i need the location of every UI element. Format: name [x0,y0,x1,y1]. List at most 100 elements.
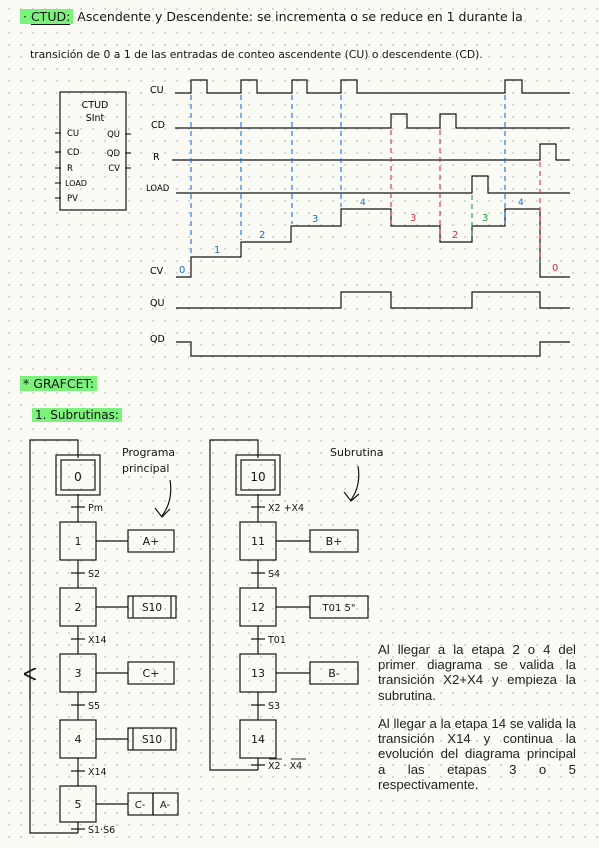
waveform-qu [176,291,570,309]
main-action-label: C- [135,800,146,811]
cv-value: 3 [312,214,318,225]
cv-value: 4 [360,198,366,208]
main-initial-step-inner [60,459,96,491]
subrutinas-heading: 1. Subrutinas: [32,408,122,422]
main-action-s10-call-1 [127,595,177,619]
waveform-load [176,175,570,194]
ctud-block-type: SInt [86,113,105,124]
main-loop-line [29,439,79,834]
sub-action-label: B+ [326,535,343,548]
pin-r: R [67,164,73,174]
sub-action-label: T01 5" [322,603,356,614]
timing-label-qd: QD [150,334,165,345]
pin-qd: QD [107,149,121,159]
sub-initial-step-number: 10 [250,470,265,484]
cv-value: 4 [518,198,524,208]
timing-dash-markers [190,95,541,262]
main-transition-label: S1·S6 [88,825,115,836]
ctud-function-block: CTUD SInt CU CD R LOAD PV QU QD CV [55,91,131,211]
sub-initial-step-outer [235,454,281,496]
main-action-a-minus [152,792,179,816]
main-transition-label: X14 [88,767,107,778]
main-action-s10-call-2 [127,727,177,751]
main-action-label: A+ [143,535,160,548]
pin-pv: PV [67,194,78,204]
timing-label-cd: CD [151,120,165,131]
main-grafcet [29,439,179,834]
cv-value-labels: 0 1 2 3 4 3 2 3 4 0 [179,198,558,276]
main-program-label: Programa [122,446,175,459]
cv-value: 2 [259,230,265,241]
sub-transition-label: T01 [267,635,286,646]
pin-load: LOAD [65,179,87,188]
main-step-number: 4 [75,733,82,746]
note-subroutine-start: Al llegar a la etapa 2 o 4 del primer di… [378,642,576,703]
cv-value: 1 [214,245,220,256]
sub-action-b-minus [309,661,359,685]
main-transition-label: S5 [88,701,100,712]
cv-value: 3 [482,213,488,224]
note-subroutine-end: Al llegar a la etapa 14 se valida la tra… [378,716,576,792]
pin-cd: CD [67,148,80,158]
sub-step-14 [239,719,277,759]
main-step-number: 1 [75,535,82,548]
cv-value: 3 [410,213,416,224]
ctud-block-name: CTUD [82,100,109,111]
subroutine-label: Subrutina [330,446,384,459]
timing-label-r: R [153,152,160,163]
main-initial-step-number: 0 [74,470,82,484]
pin-cv: CV [108,164,120,174]
ctud-title: CTUD: [30,9,71,25]
timing-signal-labels: CU CD R LOAD CV QU QD [146,85,170,345]
main-action-label: S10 [142,602,162,614]
main-initial-step-outer [55,454,101,496]
main-label-arrow-icon [154,479,172,518]
sub-initial-step-inner [240,459,276,491]
main-action-label: S10 [142,734,162,746]
main-action-a-plus [127,529,175,553]
sub-transition-label: X2 · X4 [268,761,302,772]
waveform-qd [176,341,570,357]
waveform-cv [176,208,570,278]
sub-step-number: 12 [251,601,265,614]
cv-value: 0 [552,263,558,274]
subroutine-grafcet [209,439,369,771]
ctud-header-line2: transición de 0 a 1 de las entradas de c… [30,48,483,61]
sub-transition-label: X2 +X4 [268,503,304,514]
sub-step-number: 11 [251,535,265,548]
cv-value: 2 [452,230,458,241]
cv-value: 0 [179,265,185,276]
timing-label-cv: CV [150,266,164,277]
timing-label-qu: QU [150,298,164,309]
waveform-cu [175,79,570,94]
main-grafcet-texts: 0 1 2 3 4 5 Pm S2 X14 S5 X14 S1·S6 A+ S1… [74,446,175,836]
timing-label-load: LOAD [146,184,170,194]
grafcet-heading: * GRAFCET: [20,376,97,391]
subroutine-texts: 10 11 12 13 14 X2 +X4 S4 T01 S3 X2 · X4 … [250,446,383,772]
timing-waveforms [172,79,570,357]
sub-action-b-plus [309,529,359,553]
sub-transition-label: S3 [268,701,280,712]
main-transition-label: X14 [88,635,107,646]
sub-label-arrow-icon [343,465,360,502]
main-step-number: 5 [75,798,82,811]
main-action-c-plus [127,661,175,685]
sub-action-timer [309,595,369,619]
waveform-cd [175,113,570,129]
pin-cu: CU [67,129,79,139]
sub-step-number: 13 [251,667,265,680]
sub-transition-label: S4 [268,569,280,580]
pin-qu: QU [107,130,120,140]
main-step-number: 2 [75,601,82,614]
sub-action-label: B- [328,667,340,680]
timing-label-cu: CU [150,85,164,96]
main-step-number: 3 [75,667,82,680]
sub-step-number: 14 [251,733,265,746]
svg-text:principal: principal [122,462,169,475]
main-transition-label: S2 [88,569,100,580]
waveform-r [172,143,570,161]
main-transition-label: Pm [88,503,103,514]
ctud-header-line1: · CTUD: Ascendente y Descendente: se inc… [20,9,523,25]
